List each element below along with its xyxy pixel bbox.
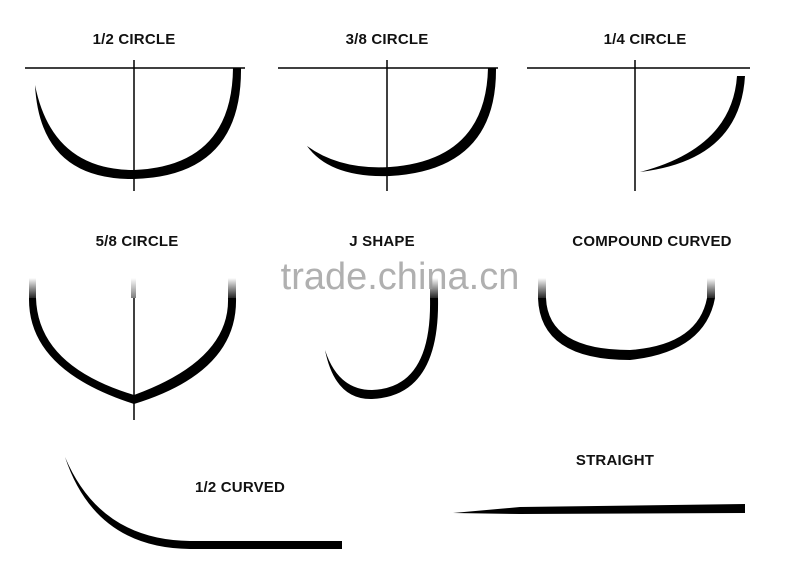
half-circle-needle-figure [25, 60, 245, 191]
label-j-shape: J SHAPE [349, 233, 415, 250]
label-half-curved: 1/2 CURVED [194, 479, 286, 496]
compound-curved-needle-figure [538, 278, 715, 360]
quarter-circle-needle [640, 76, 745, 172]
half-curved-needle [65, 457, 342, 549]
label-compound-curved: COMPOUND CURVED [572, 233, 732, 250]
compound-curved-needle [538, 298, 715, 360]
watermark: trade.china.cn [280, 256, 520, 298]
fade-end [430, 278, 438, 298]
fade-end [707, 278, 715, 298]
straight-needle [453, 504, 745, 514]
five-eighths-circle-needle-figure [28, 278, 237, 420]
label-straight: STRAIGHT [575, 452, 655, 469]
three-eighths-circle-needle [307, 68, 497, 177]
fade-end [29, 278, 36, 298]
label-five-eighths-circle: 5/8 CIRCLE [95, 233, 179, 250]
j-shape-needle-figure [325, 278, 439, 400]
label-quarter-circle: 1/4 CIRCLE [603, 31, 687, 48]
fade-end [228, 278, 236, 298]
j-shape-needle [325, 298, 439, 400]
label-three-eighths-circle: 3/8 CIRCLE [345, 31, 429, 48]
fade-end [131, 278, 136, 298]
label-half-circle: 1/2 CIRCLE [92, 31, 176, 48]
fade-end [538, 278, 546, 298]
half-circle-needle [35, 68, 242, 180]
five-eighths-circle-needle [28, 298, 237, 404]
three-eighths-circle-needle-figure [278, 60, 498, 191]
quarter-circle-needle-figure [527, 60, 750, 191]
